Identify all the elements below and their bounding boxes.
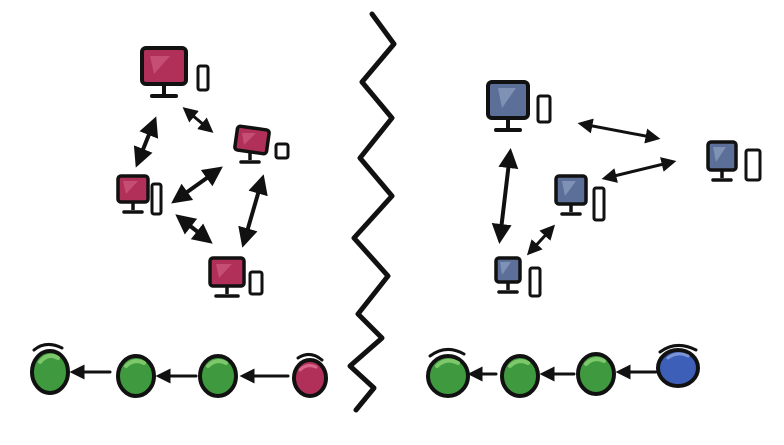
desktop-computer-icon <box>706 140 762 182</box>
left-network-computers <box>116 46 290 298</box>
chain-block-icon <box>576 352 616 396</box>
desktop-computer-icon <box>116 174 163 216</box>
arrow-left-top-to-middle <box>133 116 159 168</box>
chain-block-icon <box>656 344 700 388</box>
right-blockchain <box>426 344 700 398</box>
arrow-right-topleft-to-bottom <box>491 148 519 244</box>
chain-block-icon <box>116 354 156 398</box>
chain-block-icon <box>500 354 540 398</box>
desktop-computer-icon <box>494 256 542 298</box>
arrow-left-right-to-bottom <box>238 174 268 248</box>
arrow-right-topleft-to-topright <box>577 118 661 144</box>
arrow-right-middle-to-bottom <box>526 224 556 256</box>
arrow-right-middle-to-topright <box>601 157 677 183</box>
arrow-left-middle-to-bottom <box>175 214 213 244</box>
desktop-computer-icon <box>208 256 264 298</box>
arrow-left-middle-to-right <box>171 166 223 204</box>
chain-block-icon <box>292 353 328 398</box>
chain-block-icon <box>30 343 70 395</box>
right-network-computers <box>486 80 762 298</box>
right-network-connections <box>491 118 677 256</box>
desktop-computer-icon <box>233 124 290 164</box>
desktop-computer-icon <box>554 174 606 222</box>
left-blockchain <box>30 343 328 398</box>
desktop-computer-icon <box>486 80 552 132</box>
zigzag-divider <box>347 11 397 413</box>
chain-block-icon <box>426 348 470 398</box>
arrow-left-top-to-right <box>182 107 214 133</box>
chain-block-icon <box>198 354 238 398</box>
desktop-computer-icon <box>140 46 210 98</box>
left-network-connections <box>133 107 268 248</box>
